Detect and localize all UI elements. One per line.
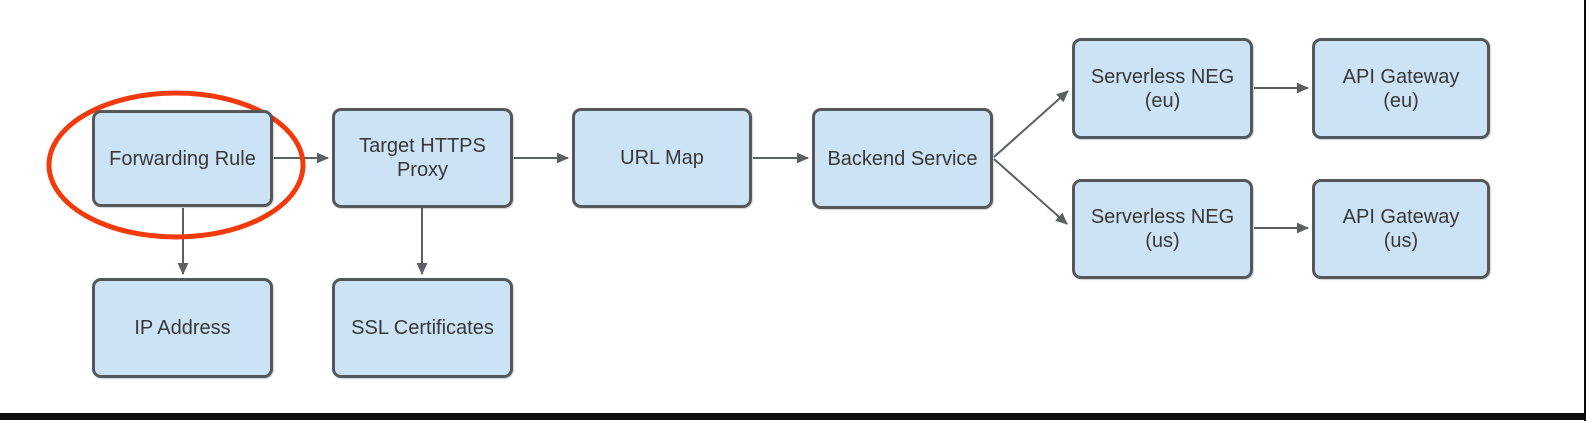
node-label-line: API Gateway (1342, 206, 1460, 228)
node-serverless-neg-eu[interactable]: Serverless NEG(eu) (1072, 38, 1253, 139)
node-label-line: URL Map (620, 147, 704, 169)
screen-edge-bottom (0, 413, 1586, 420)
node-label-line: API Gateway (1342, 65, 1460, 88)
node-api-gateway-us[interactable]: API Gateway(us) (1312, 179, 1490, 279)
node-forwarding-rule[interactable]: Forwarding Rule (92, 110, 273, 207)
node-label-line: Target HTTPS (359, 135, 486, 157)
edge-backend-service-to-serverless-neg-us (993, 158, 1068, 225)
node-ip-address[interactable]: IP Address (92, 278, 273, 378)
node-api-gateway-eu[interactable]: API Gateway(eu) (1312, 38, 1490, 139)
node-label-line: SSL Certificates (351, 317, 494, 339)
node-label-line: (eu) (1383, 89, 1419, 112)
node-label-line: Forwarding Rule (109, 147, 256, 170)
node-label-line: Backend Service (827, 147, 978, 170)
node-label-line: Proxy (396, 159, 449, 181)
node-ssl-certificates[interactable]: SSL Certificates (332, 278, 513, 378)
node-label-line: (eu) (1144, 89, 1181, 112)
node-label-line: Serverless NEG (1090, 65, 1235, 88)
node-label-line: Serverless NEG (1090, 206, 1235, 228)
edge-backend-service-to-serverless-neg-eu (993, 90, 1069, 158)
node-label-line: (us) (1383, 230, 1419, 252)
node-label-line: IP Address (134, 317, 231, 339)
node-label-line: (us) (1145, 230, 1180, 252)
screen-edge-right (1584, 0, 1586, 421)
node-backend-service[interactable]: Backend Service (812, 108, 993, 209)
node-serverless-neg-us[interactable]: Serverless NEG(us) (1072, 179, 1253, 279)
node-url-map[interactable]: URL Map (572, 108, 752, 208)
